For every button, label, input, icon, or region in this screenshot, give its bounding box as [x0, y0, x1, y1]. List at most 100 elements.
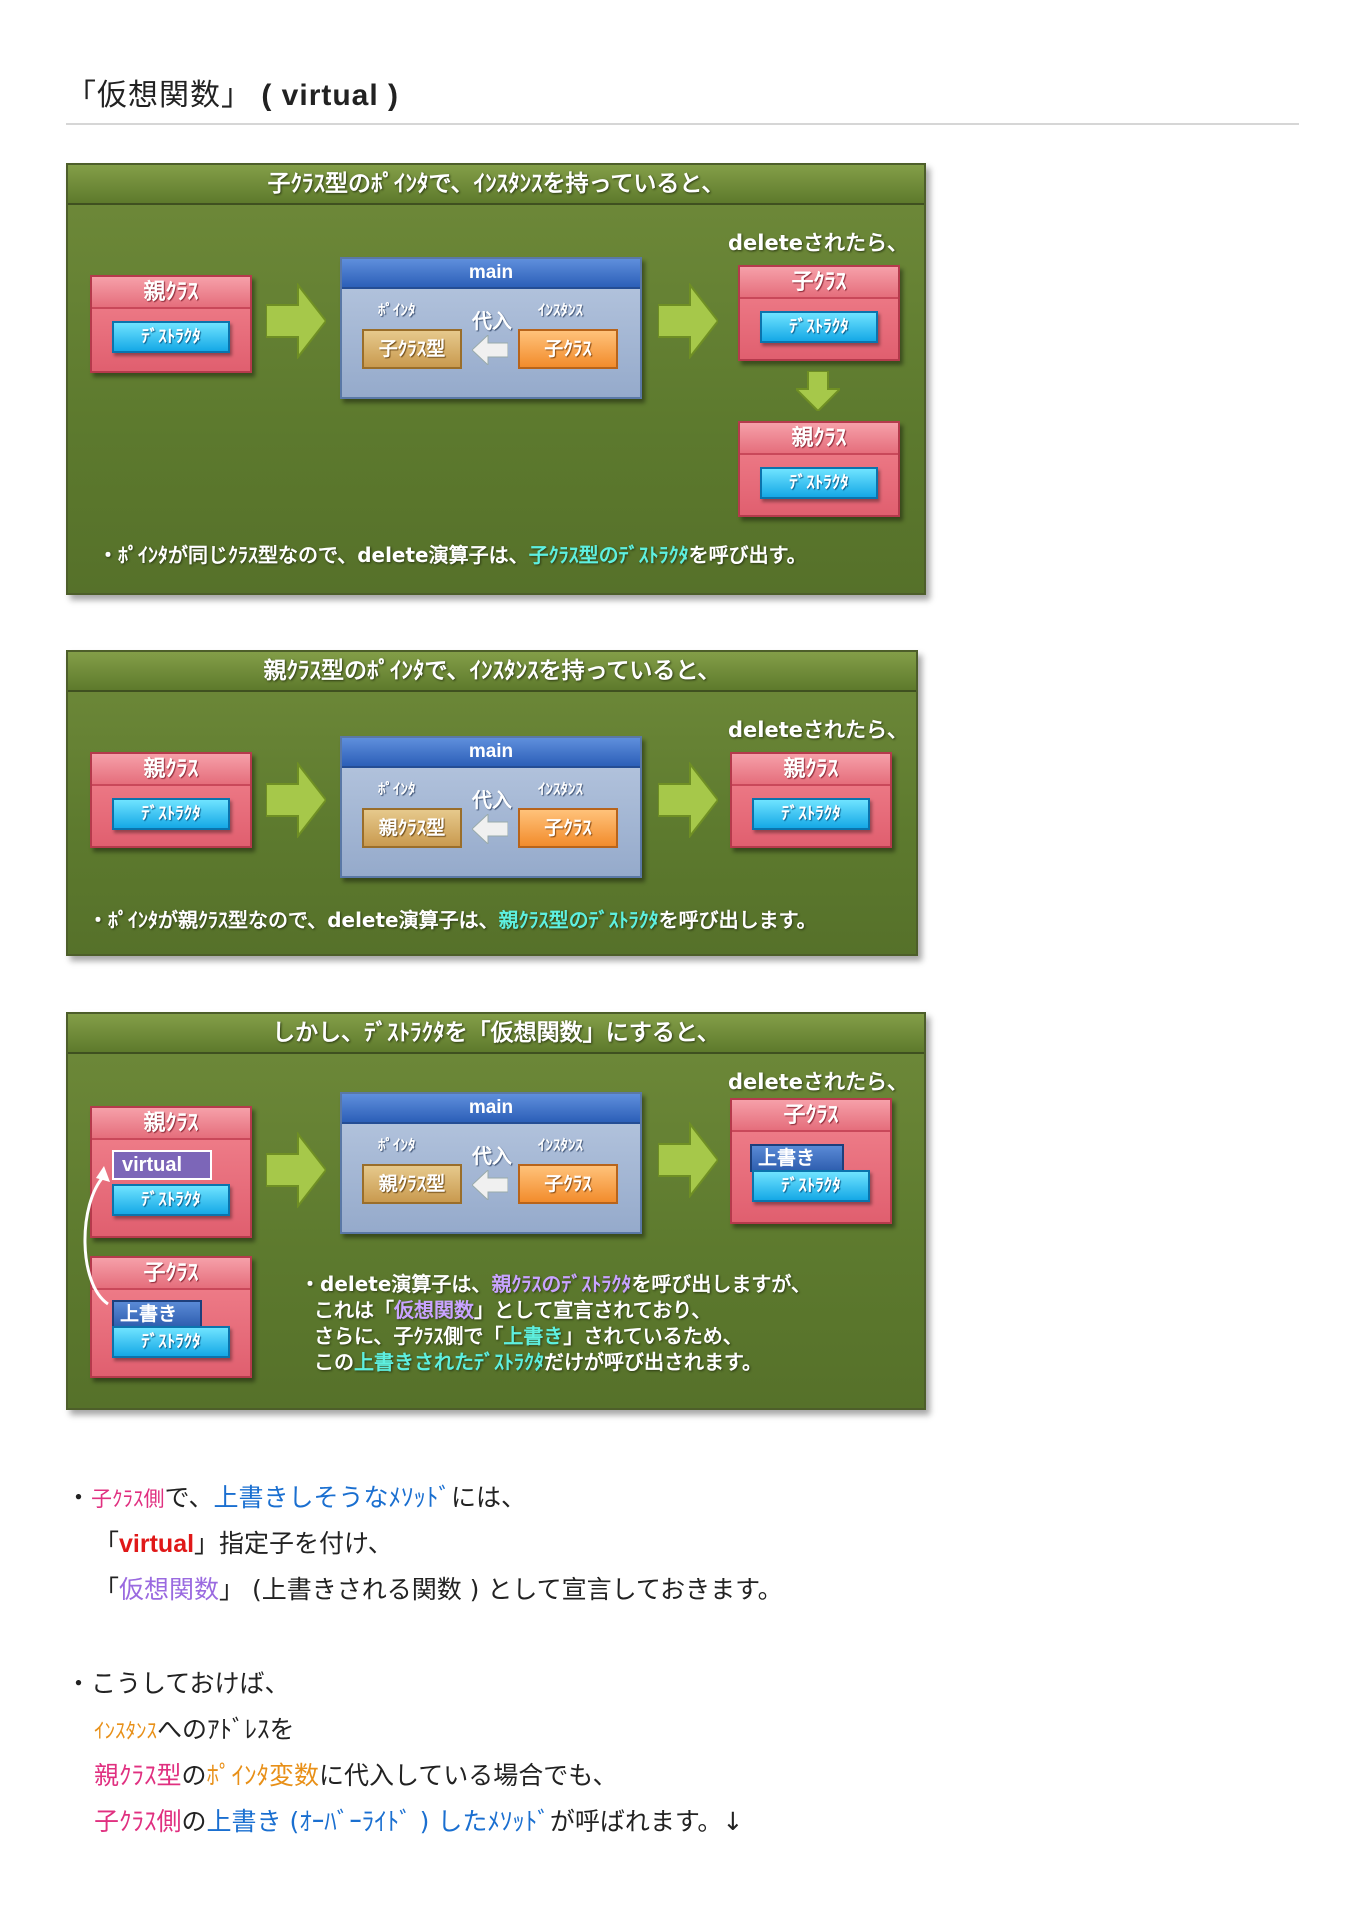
virtual-keyword-box: virtual	[112, 1150, 212, 1180]
down-arrow-icon	[796, 371, 840, 411]
override-box: 上書き	[750, 1144, 844, 1172]
class-name: 子ｸﾗｽ	[92, 1258, 250, 1290]
text-plain: ・こうしておけば、	[66, 1669, 290, 1698]
right-arrow-icon	[266, 762, 326, 838]
note-highlight: 親ｸﾗｽ型のﾃﾞｽﾄﾗｸﾀ	[498, 908, 659, 932]
text-line: ｲﾝｽﾀﾝｽへのｱﾄﾞﾚｽを	[94, 1710, 295, 1746]
note-text: ・ﾎﾟｲﾝﾀが親ｸﾗｽ型なので、delete演算子は、	[88, 908, 499, 932]
text-highlight: 仮想関数	[119, 1575, 220, 1604]
text-plain: 」 (上書きされる関数 ) として宣言しておきます。	[219, 1575, 783, 1604]
instance-label: ｲﾝｽﾀﾝｽ	[538, 780, 584, 798]
text-plain: 「	[94, 1575, 120, 1604]
class-name: 親ｸﾗｽ	[732, 754, 890, 786]
destructor-box: ﾃﾞｽﾄﾗｸﾀ	[752, 1170, 870, 1202]
text-line: ・こうしておけば、	[66, 1664, 290, 1700]
destructor-box: ﾃﾞｽﾄﾗｸﾀ	[112, 321, 230, 353]
class-name: 親ｸﾗｽ	[92, 277, 250, 309]
destructor-box: ﾃﾞｽﾄﾗｸﾀ	[112, 1184, 230, 1216]
virtual-keyword: virtual	[119, 1530, 195, 1558]
diagram-header: しかし、ﾃﾞｽﾄﾗｸﾀを「仮想関数」にすると、	[68, 1014, 924, 1054]
text-plain: 「	[94, 1529, 120, 1558]
pointer-label: ﾎﾟｲﾝﾀ	[378, 301, 416, 319]
right-arrow-icon	[266, 283, 326, 359]
note-highlight: 親ｸﾗｽのﾃﾞｽﾄﾗｸﾀ	[491, 1272, 632, 1296]
note-text: を呼び出します。	[658, 908, 817, 932]
diagram-child-pointer: 子ｸﾗｽ型のﾎﾟｲﾝﾀで、ｲﾝｽﾀﾝｽを持っていると、 親ｸﾗｽ ﾃﾞｽﾄﾗｸﾀ…	[66, 163, 926, 595]
destructor-box: ﾃﾞｽﾄﾗｸﾀ	[760, 311, 878, 343]
text-highlight: ｲﾝｽﾀﾝｽ	[94, 1719, 157, 1743]
note-text: を呼び出しますが、	[631, 1272, 812, 1296]
class-name: 親ｸﾗｽ	[92, 1108, 250, 1140]
text-highlight: 上書き (ｵｰﾊﾞｰﾗｲﾄﾞ ) したﾒｿｯﾄﾞ	[206, 1807, 550, 1836]
result-child-class-box: 子ｸﾗｽ ﾃﾞｽﾄﾗｸﾀ	[738, 265, 900, 361]
diagram-virtual-destructor: しかし、ﾃﾞｽﾄﾗｸﾀを「仮想関数」にすると、 親ｸﾗｽ virtual ﾃﾞｽ…	[66, 1012, 926, 1410]
text-plain: の	[181, 1761, 207, 1790]
title-main: 仮想関数	[97, 78, 221, 113]
diagram-parent-pointer: 親ｸﾗｽ型のﾎﾟｲﾝﾀで、ｲﾝｽﾀﾝｽを持っていると、 親ｸﾗｽ ﾃﾞｽﾄﾗｸﾀ…	[66, 650, 918, 956]
pointer-type-box: 親ｸﾗｽ型	[362, 1164, 462, 1204]
title-paren-open: (	[252, 79, 282, 112]
result-parent-class-box: 親ｸﾗｽ ﾃﾞｽﾄﾗｸﾀ	[730, 752, 892, 848]
text-line: 子ｸﾗｽ側の上書き (ｵｰﾊﾞｰﾗｲﾄﾞ ) したﾒｿｯﾄﾞが呼ばれます。↓	[94, 1802, 743, 1838]
note-highlight: 仮想関数	[394, 1298, 474, 1322]
text-highlight: ﾎﾟｲﾝﾀ変数	[206, 1761, 320, 1790]
result-child-class-box: 子ｸﾗｽ 上書き ﾃﾞｽﾄﾗｸﾀ	[730, 1098, 892, 1224]
note-text: 」されているため、	[563, 1324, 743, 1348]
text-line: 「仮想関数」 (上書きされる関数 ) として宣言しておきます。	[94, 1570, 783, 1606]
text-highlight: 子ｸﾗｽ側	[91, 1487, 165, 1511]
parent-class-box: 親ｸﾗｽ ﾃﾞｽﾄﾗｸﾀ	[90, 275, 252, 373]
assign-label: 代入	[472, 1144, 512, 1168]
class-name: 子ｸﾗｽ	[740, 267, 898, 299]
assign-arrow-icon	[472, 335, 508, 365]
diagram-header: 親ｸﾗｽ型のﾎﾟｲﾝﾀで、ｲﾝｽﾀﾝｽを持っていると、	[68, 652, 916, 692]
diagram-header: 子ｸﾗｽ型のﾎﾟｲﾝﾀで、ｲﾝｽﾀﾝｽを持っていると、	[68, 165, 924, 205]
destructor-box: ﾃﾞｽﾄﾗｸﾀ	[752, 798, 870, 830]
class-name: 子ｸﾗｽ	[732, 1100, 890, 1132]
right-arrow-icon	[658, 283, 718, 359]
text-plain: が呼ばれます。↓	[549, 1807, 744, 1836]
deleted-label: deleteされたら、	[728, 231, 908, 255]
main-label: main	[342, 1094, 640, 1124]
assign-label: 代入	[472, 788, 512, 812]
main-function-box: main ﾎﾟｲﾝﾀ 代入 ｲﾝｽﾀﾝｽ 親ｸﾗｽ型 子ｸﾗｽ	[340, 736, 642, 878]
right-arrow-icon	[266, 1132, 326, 1208]
right-arrow-icon	[658, 1122, 718, 1198]
pointer-label: ﾎﾟｲﾝﾀ	[378, 1136, 416, 1154]
title-bracket-close: 」	[221, 78, 252, 113]
pointer-type-box: 親ｸﾗｽ型	[362, 808, 462, 848]
text-plain: へのｱﾄﾞﾚｽを	[157, 1715, 295, 1744]
destructor-box: ﾃﾞｽﾄﾗｸﾀ	[112, 798, 230, 830]
text-line: 「virtual」指定子を付け、	[94, 1524, 393, 1560]
note-text: ・ﾎﾟｲﾝﾀが同じｸﾗｽ型なので、delete演算子は、	[98, 543, 529, 567]
note-highlight: 子ｸﾗｽ型のﾃﾞｽﾄﾗｸﾀ	[528, 543, 689, 567]
diagram-note: さらに、子ｸﾗｽ側で「上書き」されているため、	[314, 1320, 743, 1349]
note-text: を呼び出す。	[688, 543, 807, 567]
instance-label: ｲﾝｽﾀﾝｽ	[538, 301, 584, 319]
text-plain: には、	[451, 1483, 527, 1512]
instance-type-box: 子ｸﾗｽ	[518, 329, 618, 369]
diagram-note: ・ﾎﾟｲﾝﾀが親ｸﾗｽ型なので、delete演算子は、親ｸﾗｽ型のﾃﾞｽﾄﾗｸﾀ…	[88, 904, 817, 933]
destructor-box: ﾃﾞｽﾄﾗｸﾀ	[760, 467, 878, 499]
deleted-label: deleteされたら、	[728, 1070, 908, 1094]
assign-label: 代入	[472, 309, 512, 333]
note-text: だけが呼び出されます。	[544, 1350, 762, 1374]
text-highlight: 子ｸﾗｽ側	[94, 1807, 182, 1836]
note-highlight: 上書き	[503, 1324, 564, 1348]
text-plain: に代入している場合でも、	[319, 1761, 618, 1790]
title-keyword: virtual	[281, 79, 379, 112]
text-highlight: 親ｸﾗｽ型	[94, 1761, 182, 1790]
title-paren-close: )	[378, 79, 400, 112]
bullet: ・	[66, 1483, 92, 1512]
instance-type-box: 子ｸﾗｽ	[518, 1164, 618, 1204]
pointer-label: ﾎﾟｲﾝﾀ	[378, 780, 416, 798]
parent-class-box: 親ｸﾗｽ ﾃﾞｽﾄﾗｸﾀ	[90, 752, 252, 848]
page-title: 「仮想関数」 ( virtual )	[66, 70, 399, 114]
override-box: 上書き	[112, 1300, 202, 1328]
text-line: ・子ｸﾗｽ側で、上書きしそうなﾒｿｯﾄﾞには、	[66, 1478, 526, 1514]
instance-label: ｲﾝｽﾀﾝｽ	[538, 1136, 584, 1154]
title-bracket-open: 「	[66, 78, 97, 113]
title-divider	[66, 123, 1299, 125]
text-plain: で、	[164, 1483, 214, 1512]
note-text: さらに、子ｸﾗｽ側で「	[314, 1324, 504, 1348]
text-highlight: 上書きしそうなﾒｿｯﾄﾞ	[213, 1483, 452, 1512]
